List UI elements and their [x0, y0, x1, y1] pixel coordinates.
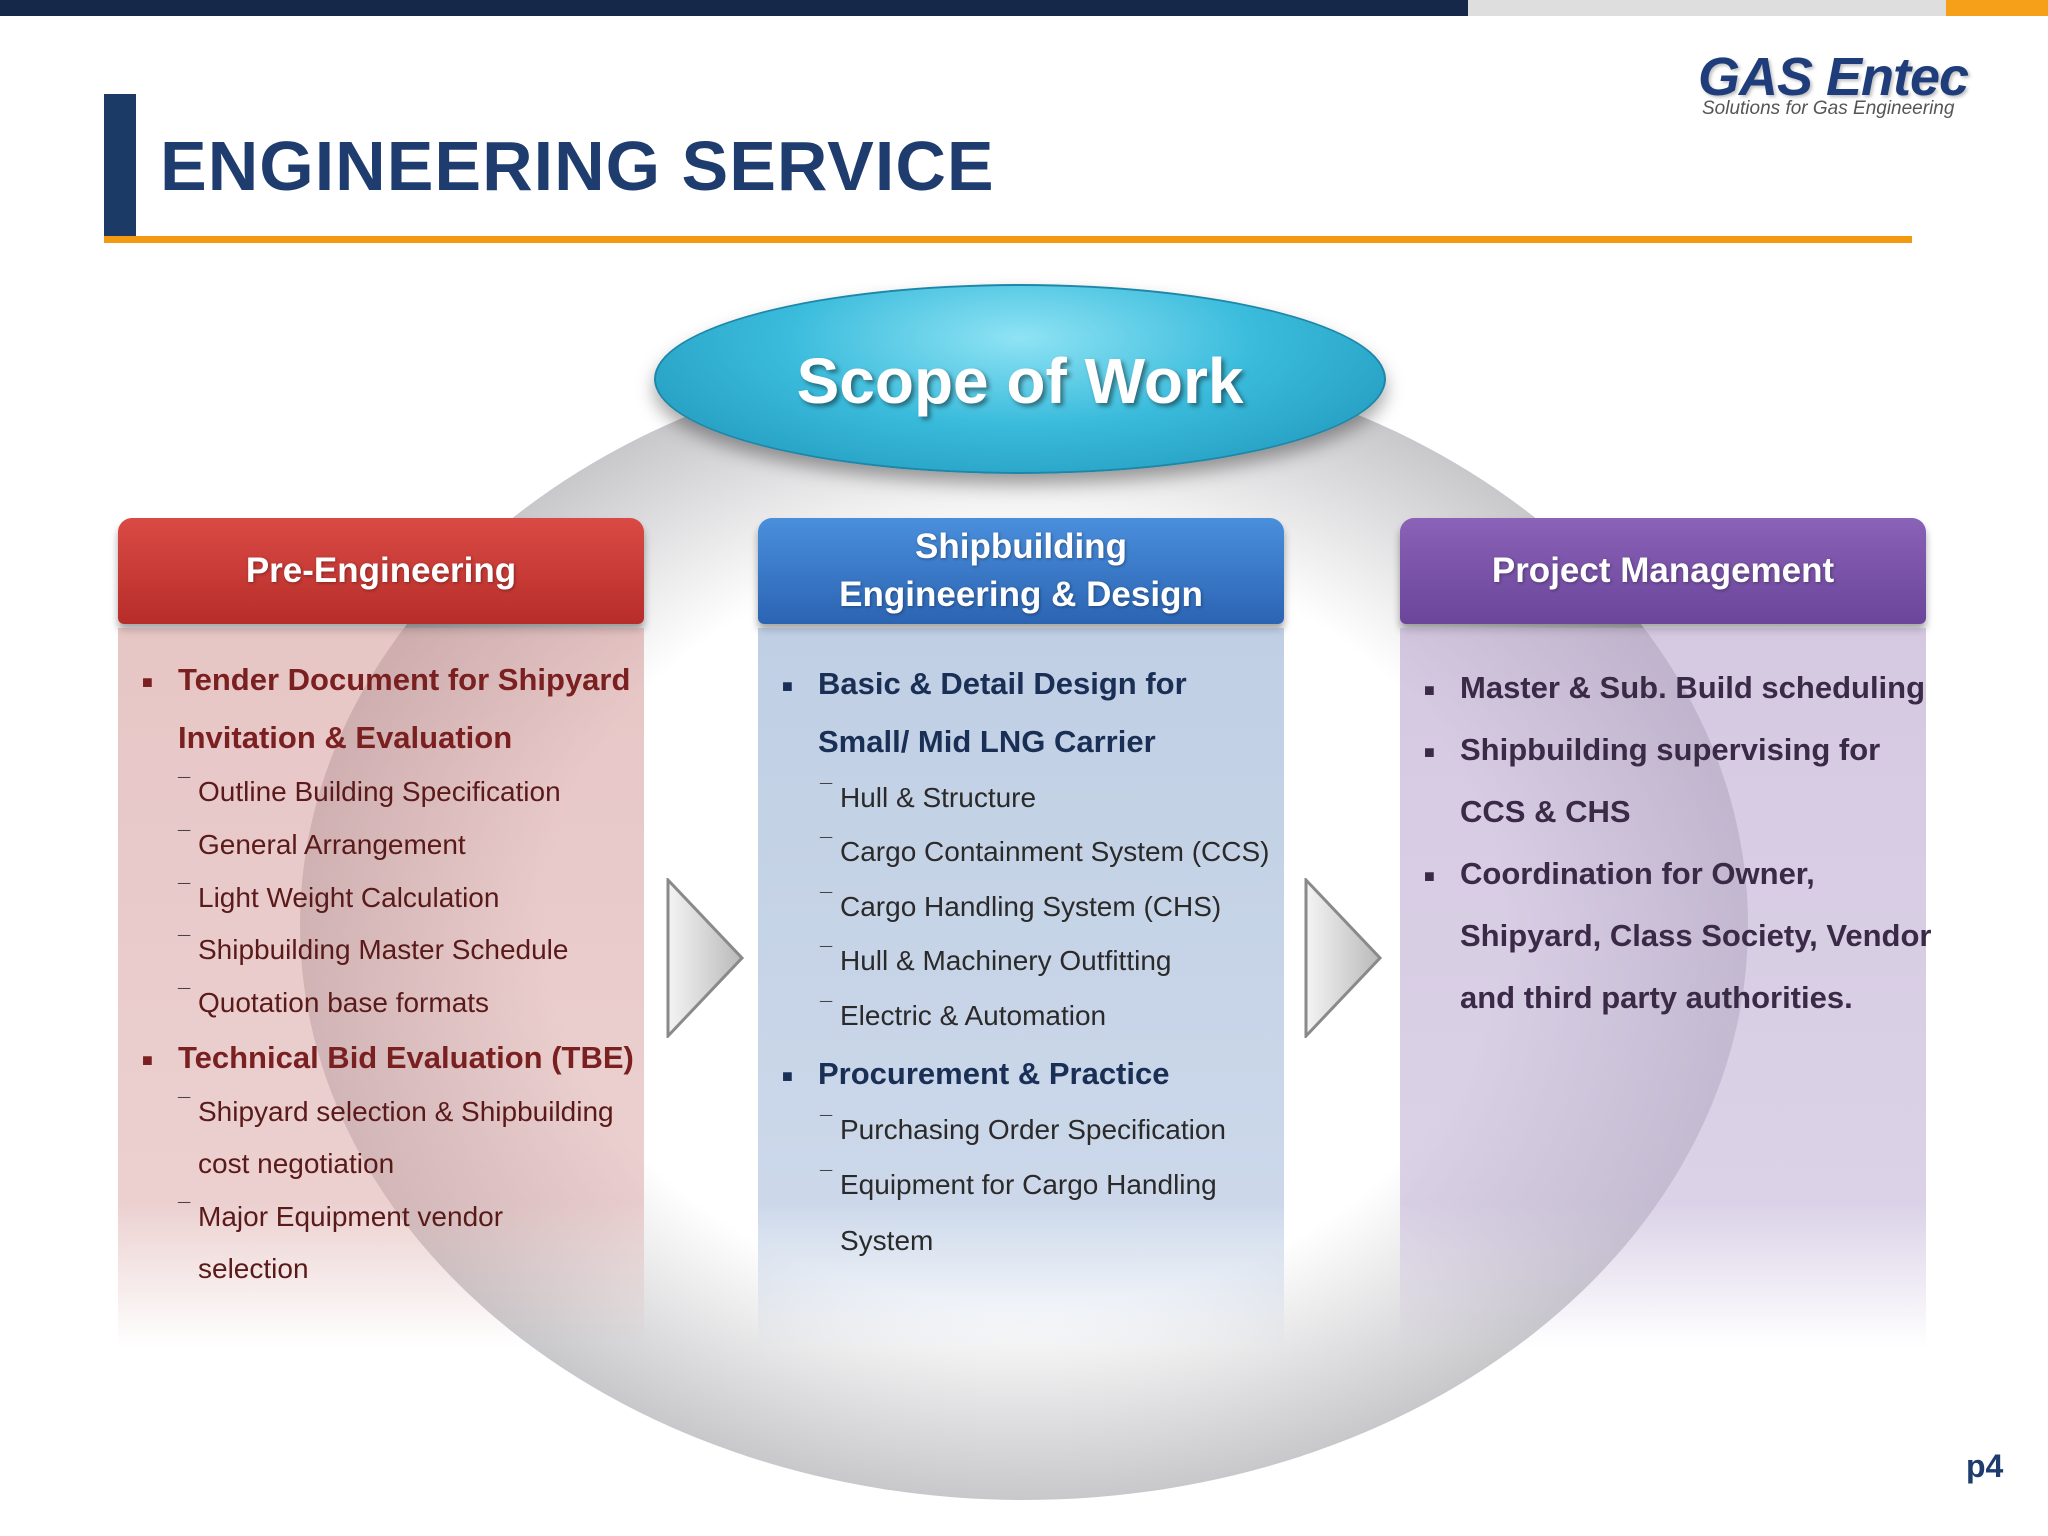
logo-tagline: Solutions for Gas Engineering: [1702, 98, 1955, 119]
list-item: cost negotiation: [198, 1148, 395, 1179]
list-item: Equipment for Cargo Handling: [840, 1169, 1217, 1200]
column-project-management: Project Management ■ Master & Sub. Build…: [1400, 518, 1931, 1348]
top-bar-light: [1468, 0, 1946, 16]
dash-icon: ¯: [820, 943, 833, 968]
list-item: Hull & Structure: [840, 782, 1037, 813]
dash-icon: ¯: [178, 932, 191, 957]
column-header-pre-engineering: Pre-Engineering: [118, 518, 644, 624]
dash-icon: ¯: [820, 889, 833, 914]
bullet-icon: ■: [142, 672, 153, 692]
list-item: Hull & Machinery Outfitting: [840, 945, 1172, 976]
list-item: and third party authorities.: [1460, 980, 1853, 1015]
list-item: Cargo Handling System (CHS): [840, 891, 1222, 922]
list-item: Tender Document for Shipyard: [178, 662, 631, 697]
company-logo: GAS Entec Solutions for Gas Engineering: [1698, 46, 1984, 130]
column-body-pre-engineering: ■ Tender Document for Shipyard Invitatio…: [118, 628, 644, 1348]
list-item: General Arrangement: [198, 829, 466, 860]
bullet-icon: ■: [782, 1066, 793, 1086]
column-header-shipbuilding: Shipbuilding Engineering & Design: [758, 518, 1284, 624]
bullet-icon: ■: [782, 676, 793, 696]
list-item: Basic & Detail Design for: [818, 666, 1187, 701]
list-item: Small/ Mid LNG Carrier: [818, 724, 1156, 759]
title-rule: [104, 236, 1912, 243]
list-item: Shipyard, Class Society, Vendor: [1460, 918, 1932, 953]
list-item: CCS & CHS: [1460, 794, 1631, 829]
list-item: Shipbuilding Master Schedule: [198, 934, 569, 965]
scope-title: Scope of Work: [796, 345, 1244, 417]
column-body-project-management: ■ Master & Sub. Build scheduling ■ Shipb…: [1400, 628, 1931, 1348]
list-item: Technical Bid Evaluation (TBE): [178, 1040, 634, 1075]
list-item: selection: [198, 1253, 309, 1284]
list-item: Coordination for Owner,: [1460, 856, 1815, 891]
dash-icon: ¯: [178, 1094, 191, 1119]
bullet-icon: ■: [1424, 680, 1435, 700]
list-item: Procurement & Practice: [818, 1056, 1170, 1091]
arrow-right-icon: [1304, 878, 1383, 1038]
bullet-icon: ■: [1424, 866, 1435, 886]
title-marker: [104, 94, 136, 236]
dash-icon: ¯: [178, 774, 191, 799]
dash-icon: ¯: [820, 834, 833, 859]
dash-icon: ¯: [820, 1112, 833, 1137]
column-shipbuilding: Shipbuilding Engineering & Design ■ Basi…: [758, 518, 1284, 1348]
list-item: Invitation & Evaluation: [178, 720, 513, 755]
list-item: Major Equipment vendor: [198, 1201, 504, 1232]
arrow-right-icon: [666, 878, 745, 1038]
dash-icon: ¯: [178, 827, 191, 852]
dash-icon: ¯: [178, 880, 191, 905]
list-item: Outline Building Specification: [198, 776, 561, 807]
dash-icon: ¯: [178, 985, 191, 1010]
list-item: Quotation base formats: [198, 987, 490, 1018]
scope-ellipse: [654, 284, 1386, 474]
column-header-project-management: Project Management: [1400, 518, 1926, 624]
column-pre-engineering: Pre-Engineering ■ Tender Document for Sh…: [118, 518, 644, 1348]
dash-icon: ¯: [820, 780, 833, 805]
dash-icon: ¯: [820, 1167, 833, 1192]
top-bar-accent: [1946, 0, 2048, 16]
list-item: Cargo Containment System (CCS): [840, 836, 1270, 867]
list-item: Shipyard selection & Shipbuilding: [198, 1096, 614, 1127]
list-item: Master & Sub. Build scheduling: [1460, 670, 1926, 705]
list-item: Electric & Automation: [840, 1000, 1107, 1031]
list-item: Shipbuilding supervising for: [1460, 732, 1881, 767]
list-item: Light Weight Calculation: [198, 882, 500, 913]
top-bar-dark: [0, 0, 1468, 16]
bullet-icon: ■: [1424, 742, 1435, 762]
page-title: ENGINEERING SERVICE: [160, 127, 995, 205]
dash-icon: ¯: [178, 1199, 191, 1224]
bullet-icon: ■: [142, 1050, 153, 1070]
logo-wordmark: GAS Entec: [1698, 47, 1969, 107]
list-item: System: [840, 1225, 934, 1256]
list-item: Purchasing Order Specification: [840, 1114, 1226, 1145]
column-body-shipbuilding: ■ Basic & Detail Design for Small/ Mid L…: [758, 628, 1284, 1348]
dash-icon: ¯: [820, 998, 833, 1023]
page-number: p4: [1966, 1448, 2004, 1484]
